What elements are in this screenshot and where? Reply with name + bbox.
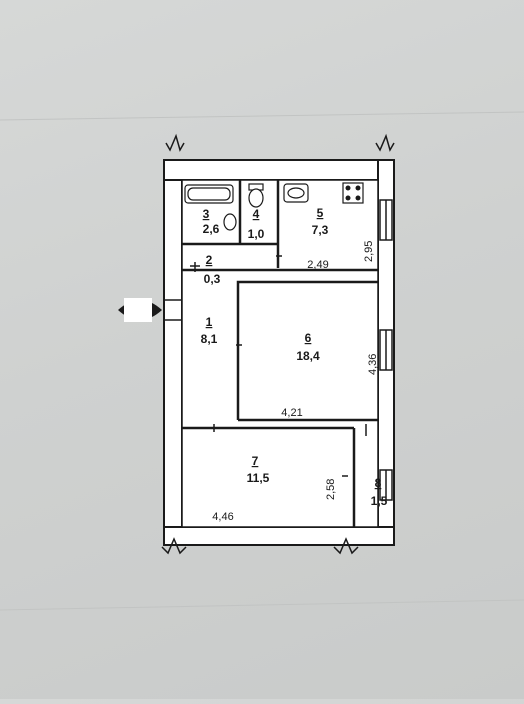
room-7-number: 7 <box>252 454 259 468</box>
room-2-number: 2 <box>206 253 213 267</box>
room-5-number: 5 <box>317 206 324 220</box>
dimension-2-95: 2,95 <box>363 241 375 262</box>
room-8-number: 8 <box>375 476 382 490</box>
interior <box>181 179 379 528</box>
door-openings <box>164 255 367 477</box>
room-1-number: 1 <box>206 315 213 329</box>
redaction-marker <box>118 298 162 322</box>
room-7-area: 11,5 <box>247 471 270 485</box>
sink-icon <box>283 183 309 203</box>
dimension-4-46: 4,46 <box>212 511 233 523</box>
room-4-number: 4 <box>253 207 260 221</box>
interior-walls <box>182 180 378 527</box>
room-2-area: 0,3 <box>204 272 221 286</box>
room-4-area: 1,0 <box>248 227 265 241</box>
dimension-4-21: 4,21 <box>281 407 302 419</box>
bathtub-icon <box>184 184 234 204</box>
room-6-area: 18,4 <box>296 349 320 363</box>
room-5-area: 7,3 <box>312 223 329 237</box>
room-1-area: 8,1 <box>201 332 218 346</box>
wall-break-marks <box>161 133 395 555</box>
sink-bath-icon <box>223 213 237 231</box>
paper-texture <box>0 111 524 611</box>
dimension-4-36: 4,36 <box>367 354 379 375</box>
room-6-number: 6 <box>305 331 312 345</box>
windows <box>379 199 393 501</box>
dimension-2-58: 2,58 <box>325 479 337 500</box>
stove-icon <box>342 182 364 204</box>
toilet-icon <box>248 183 264 208</box>
room-8-area: 1,5 <box>371 494 388 508</box>
dimension-2-49: 2,49 <box>307 259 328 271</box>
room-3-number: 3 <box>203 207 210 221</box>
room-3-area: 2,6 <box>203 222 220 236</box>
